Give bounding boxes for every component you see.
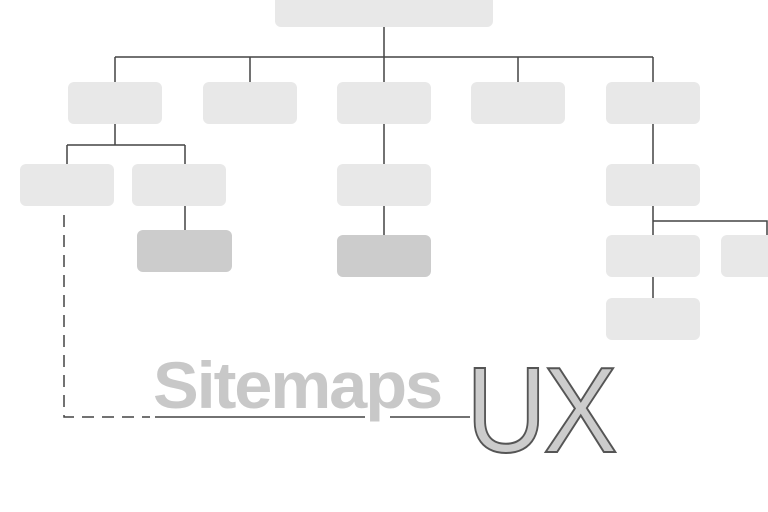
nodes	[20, 0, 768, 340]
connector-branch-1	[66, 124, 186, 230]
node-l2-1a[interactable]	[20, 164, 114, 206]
node-l1-3[interactable]	[337, 82, 431, 124]
node-l3-5b[interactable]	[721, 235, 768, 277]
node-l4-5[interactable]	[606, 298, 700, 340]
node-highlighted-1[interactable]	[137, 230, 232, 272]
node-l1-4[interactable]	[471, 82, 565, 124]
node-l2-5[interactable]	[606, 164, 700, 206]
node-l2-1b[interactable]	[132, 164, 226, 206]
node-root[interactable]	[275, 0, 493, 27]
connector-root	[114, 27, 654, 82]
node-l1-5[interactable]	[606, 82, 700, 124]
dashed-connector	[63, 215, 150, 418]
node-l2-3[interactable]	[337, 164, 431, 206]
title-ux: UX	[466, 342, 615, 478]
node-l1-2[interactable]	[203, 82, 297, 124]
node-l1-1[interactable]	[68, 82, 162, 124]
connectors	[63, 27, 768, 418]
node-highlighted-2[interactable]	[337, 235, 431, 277]
node-l3-5a[interactable]	[606, 235, 700, 277]
title-sitemaps: Sitemaps	[153, 348, 441, 422]
